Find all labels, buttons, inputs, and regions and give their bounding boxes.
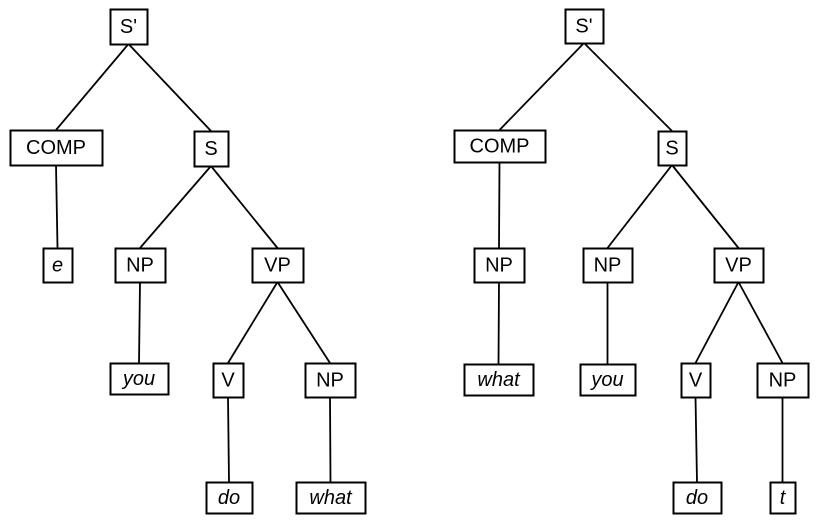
node-box-L-NP1 (114, 247, 167, 284)
tree-node-R-NP3[interactable]: NP (756, 362, 810, 399)
node-label-L-S: S (204, 138, 217, 160)
node-box-L-Sbar (109, 8, 149, 46)
surface-structure-tree-nodes: S' COMP S NP NP VP what you V NP do t (453, 8, 810, 515)
tree-node-L-do[interactable]: do (205, 481, 254, 515)
node-box-L-VP (251, 247, 305, 284)
tree-edge-R-VP-to-R-NP3 (737, 281, 784, 364)
tree-node-L-V[interactable]: V (212, 362, 245, 399)
node-label-L-Sbar: S' (120, 16, 137, 38)
tree-edge-L-S-to-L-NP1 (139, 165, 212, 249)
node-label-R-V: V (689, 369, 703, 391)
tree-node-R-Sbar[interactable]: S' (564, 8, 605, 45)
node-label-R-S: S (665, 137, 678, 159)
tree-edge-R-Sbar-to-R-COMP (498, 42, 585, 131)
node-label-L-you: you (121, 368, 155, 390)
node-label-R-COMP: COMP (470, 135, 530, 157)
tree-node-L-VP[interactable]: VP (251, 247, 305, 284)
tree-node-R-do[interactable]: do (672, 481, 723, 515)
node-box-L-NP2 (304, 362, 357, 399)
node-box-R-COMP (453, 129, 547, 164)
node-box-L-you (109, 362, 170, 396)
tree-node-R-S[interactable]: S (657, 130, 688, 167)
node-label-L-V: V (221, 369, 235, 391)
node-box-L-do (205, 481, 254, 515)
node-label-R-NP3: NP (769, 369, 797, 391)
tree-node-R-VP[interactable]: VP (713, 247, 765, 284)
node-box-R-NP3 (756, 362, 810, 399)
tree-edge-R-S-to-R-VP (671, 164, 740, 249)
tree-node-L-what[interactable]: what (295, 481, 367, 515)
node-label-R-VP: VP (725, 254, 752, 276)
node-label-R-do: do (686, 487, 708, 509)
node-box-L-S (193, 130, 230, 168)
tree-edge-R-V-to-R-do (694, 396, 698, 483)
node-label-L-do: do (218, 487, 240, 509)
node-label-L-NP1: NP (126, 254, 154, 276)
node-label-L-e: e (52, 254, 63, 276)
node-box-R-t (769, 481, 797, 515)
tree-edge-R-Sbar-to-R-S (583, 42, 673, 132)
tree-node-L-you[interactable]: you (109, 362, 170, 396)
tree-edge-L-Sbar-to-L-COMP (55, 43, 130, 131)
node-box-R-you (579, 363, 637, 397)
node-label-R-you: you (589, 369, 623, 391)
node-box-L-V (212, 362, 245, 399)
node-box-L-COMP (9, 129, 104, 167)
node-label-R-NP1: NP (485, 254, 513, 276)
node-box-R-VP (713, 247, 765, 284)
tree-edge-L-S-to-L-VP (210, 165, 279, 249)
node-label-L-what: what (309, 487, 353, 509)
node-label-R-t: t (780, 487, 787, 509)
tree-node-R-COMP[interactable]: COMP (453, 129, 547, 164)
deep-structure-tree-edges (55, 43, 332, 483)
node-box-L-what (295, 481, 367, 515)
tree-node-L-e[interactable]: e (42, 247, 74, 284)
tree-edge-R-S-to-R-NP2 (606, 164, 673, 249)
tree-node-R-you[interactable]: you (579, 363, 637, 397)
tree-node-L-S[interactable]: S (193, 130, 230, 168)
node-box-R-NP2 (582, 247, 634, 284)
surface-structure-tree-edges (497, 42, 784, 483)
node-label-R-NP2: NP (594, 254, 622, 276)
node-label-L-COMP: COMP (26, 137, 86, 159)
node-label-R-Sbar: S' (575, 15, 592, 37)
tree-edge-L-VP-to-L-V (227, 281, 279, 364)
tree-node-L-NP1[interactable]: NP (114, 247, 167, 284)
tree-edge-L-NP2-to-L-what (329, 396, 332, 483)
tree-node-L-COMP[interactable]: COMP (9, 129, 104, 167)
tree-edge-L-V-to-L-do (227, 396, 230, 483)
tree-node-R-what[interactable]: what (463, 363, 535, 397)
node-label-R-what: what (477, 369, 521, 391)
node-box-R-Sbar (564, 8, 605, 45)
tree-edge-R-COMP-to-R-NP1 (498, 161, 501, 249)
tree-edge-R-NP1-to-R-what (497, 281, 500, 365)
tree-node-R-V[interactable]: V (680, 362, 712, 399)
node-box-R-do (672, 481, 723, 515)
node-box-R-what (463, 363, 535, 397)
tree-edge-L-COMP-to-L-e (55, 164, 59, 249)
tree-node-R-t[interactable]: t (769, 481, 797, 515)
tree-node-L-Sbar[interactable]: S' (109, 8, 149, 46)
tree-edge-R-VP-to-R-V (694, 281, 740, 364)
tree-node-L-NP2[interactable]: NP (304, 362, 357, 399)
tree-edge-L-NP1-to-L-you (138, 281, 141, 364)
node-box-R-V (680, 362, 712, 399)
node-box-R-NP1 (473, 247, 526, 284)
tree-node-R-NP1[interactable]: NP (473, 247, 526, 284)
tree-edge-L-Sbar-to-L-S (127, 43, 212, 132)
node-box-L-e (42, 247, 74, 284)
node-box-R-S (657, 130, 688, 167)
edge-layer (55, 42, 784, 483)
tree-node-R-NP2[interactable]: NP (582, 247, 634, 284)
node-label-L-NP2: NP (316, 369, 344, 391)
node-label-L-VP: VP (264, 254, 291, 276)
tree-edge-L-VP-to-L-NP2 (276, 281, 331, 364)
